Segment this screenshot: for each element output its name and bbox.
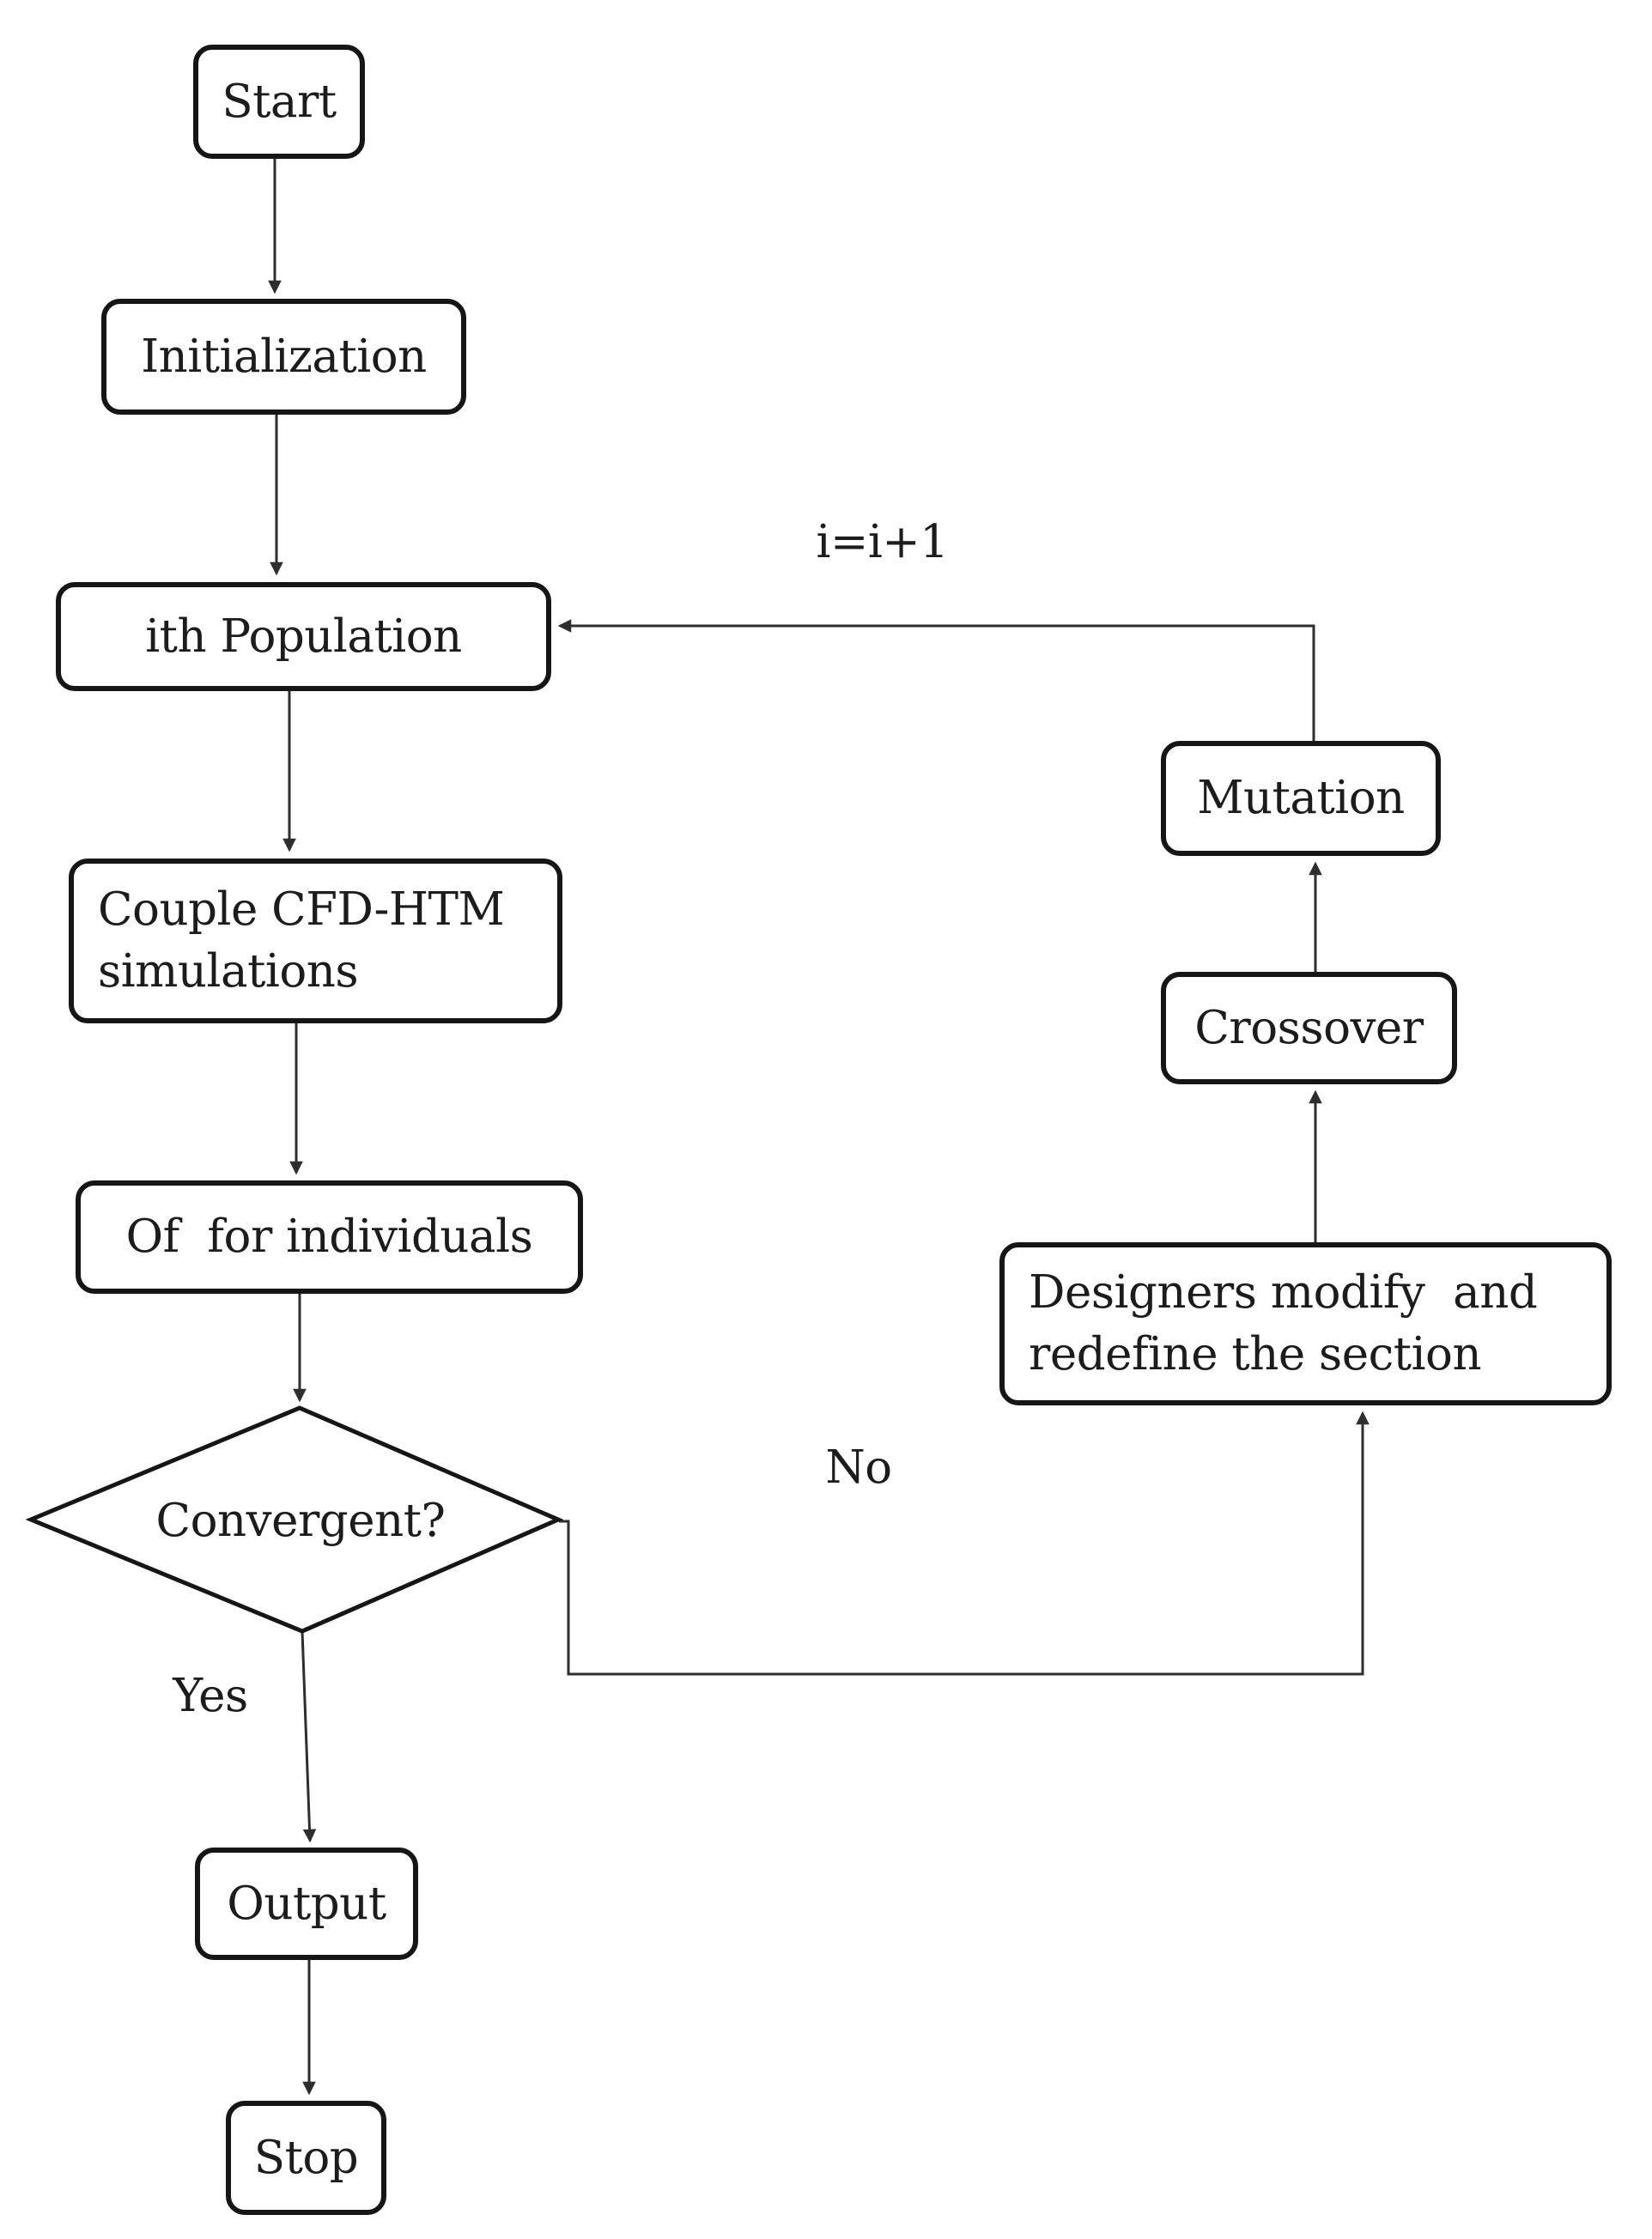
node-ith-population: ith Population <box>56 582 551 691</box>
edge-label-yes: Yes <box>173 1670 248 1722</box>
edge-mutation-to-ith-population-loop <box>557 619 1315 741</box>
node-couple-cfd-htm: Couple CFD-HTM simulations <box>69 859 562 1023</box>
node-crossover: Crossover <box>1161 972 1457 1084</box>
node-convergent-decision-label: Convergent? <box>155 1495 446 1547</box>
node-initialization: Initialization <box>101 299 466 415</box>
edge-convergent-to-designers-no <box>559 1411 1370 1676</box>
edge-label-no: No <box>825 1441 892 1494</box>
node-designers-modify: Designers modify and redefine the sectio… <box>999 1242 1612 1405</box>
edge-convergent-to-output-yes <box>301 1630 317 1843</box>
edge-label-increment: i=i+1 <box>816 516 949 568</box>
decision-diamond-shape <box>25 1405 564 1634</box>
node-stop: Stop <box>226 2101 386 2215</box>
node-mutation: Mutation <box>1161 741 1441 856</box>
node-output: Output <box>195 1848 418 1960</box>
node-start: Start <box>193 45 365 159</box>
node-of-for-individuals: Of for individuals <box>76 1180 583 1294</box>
